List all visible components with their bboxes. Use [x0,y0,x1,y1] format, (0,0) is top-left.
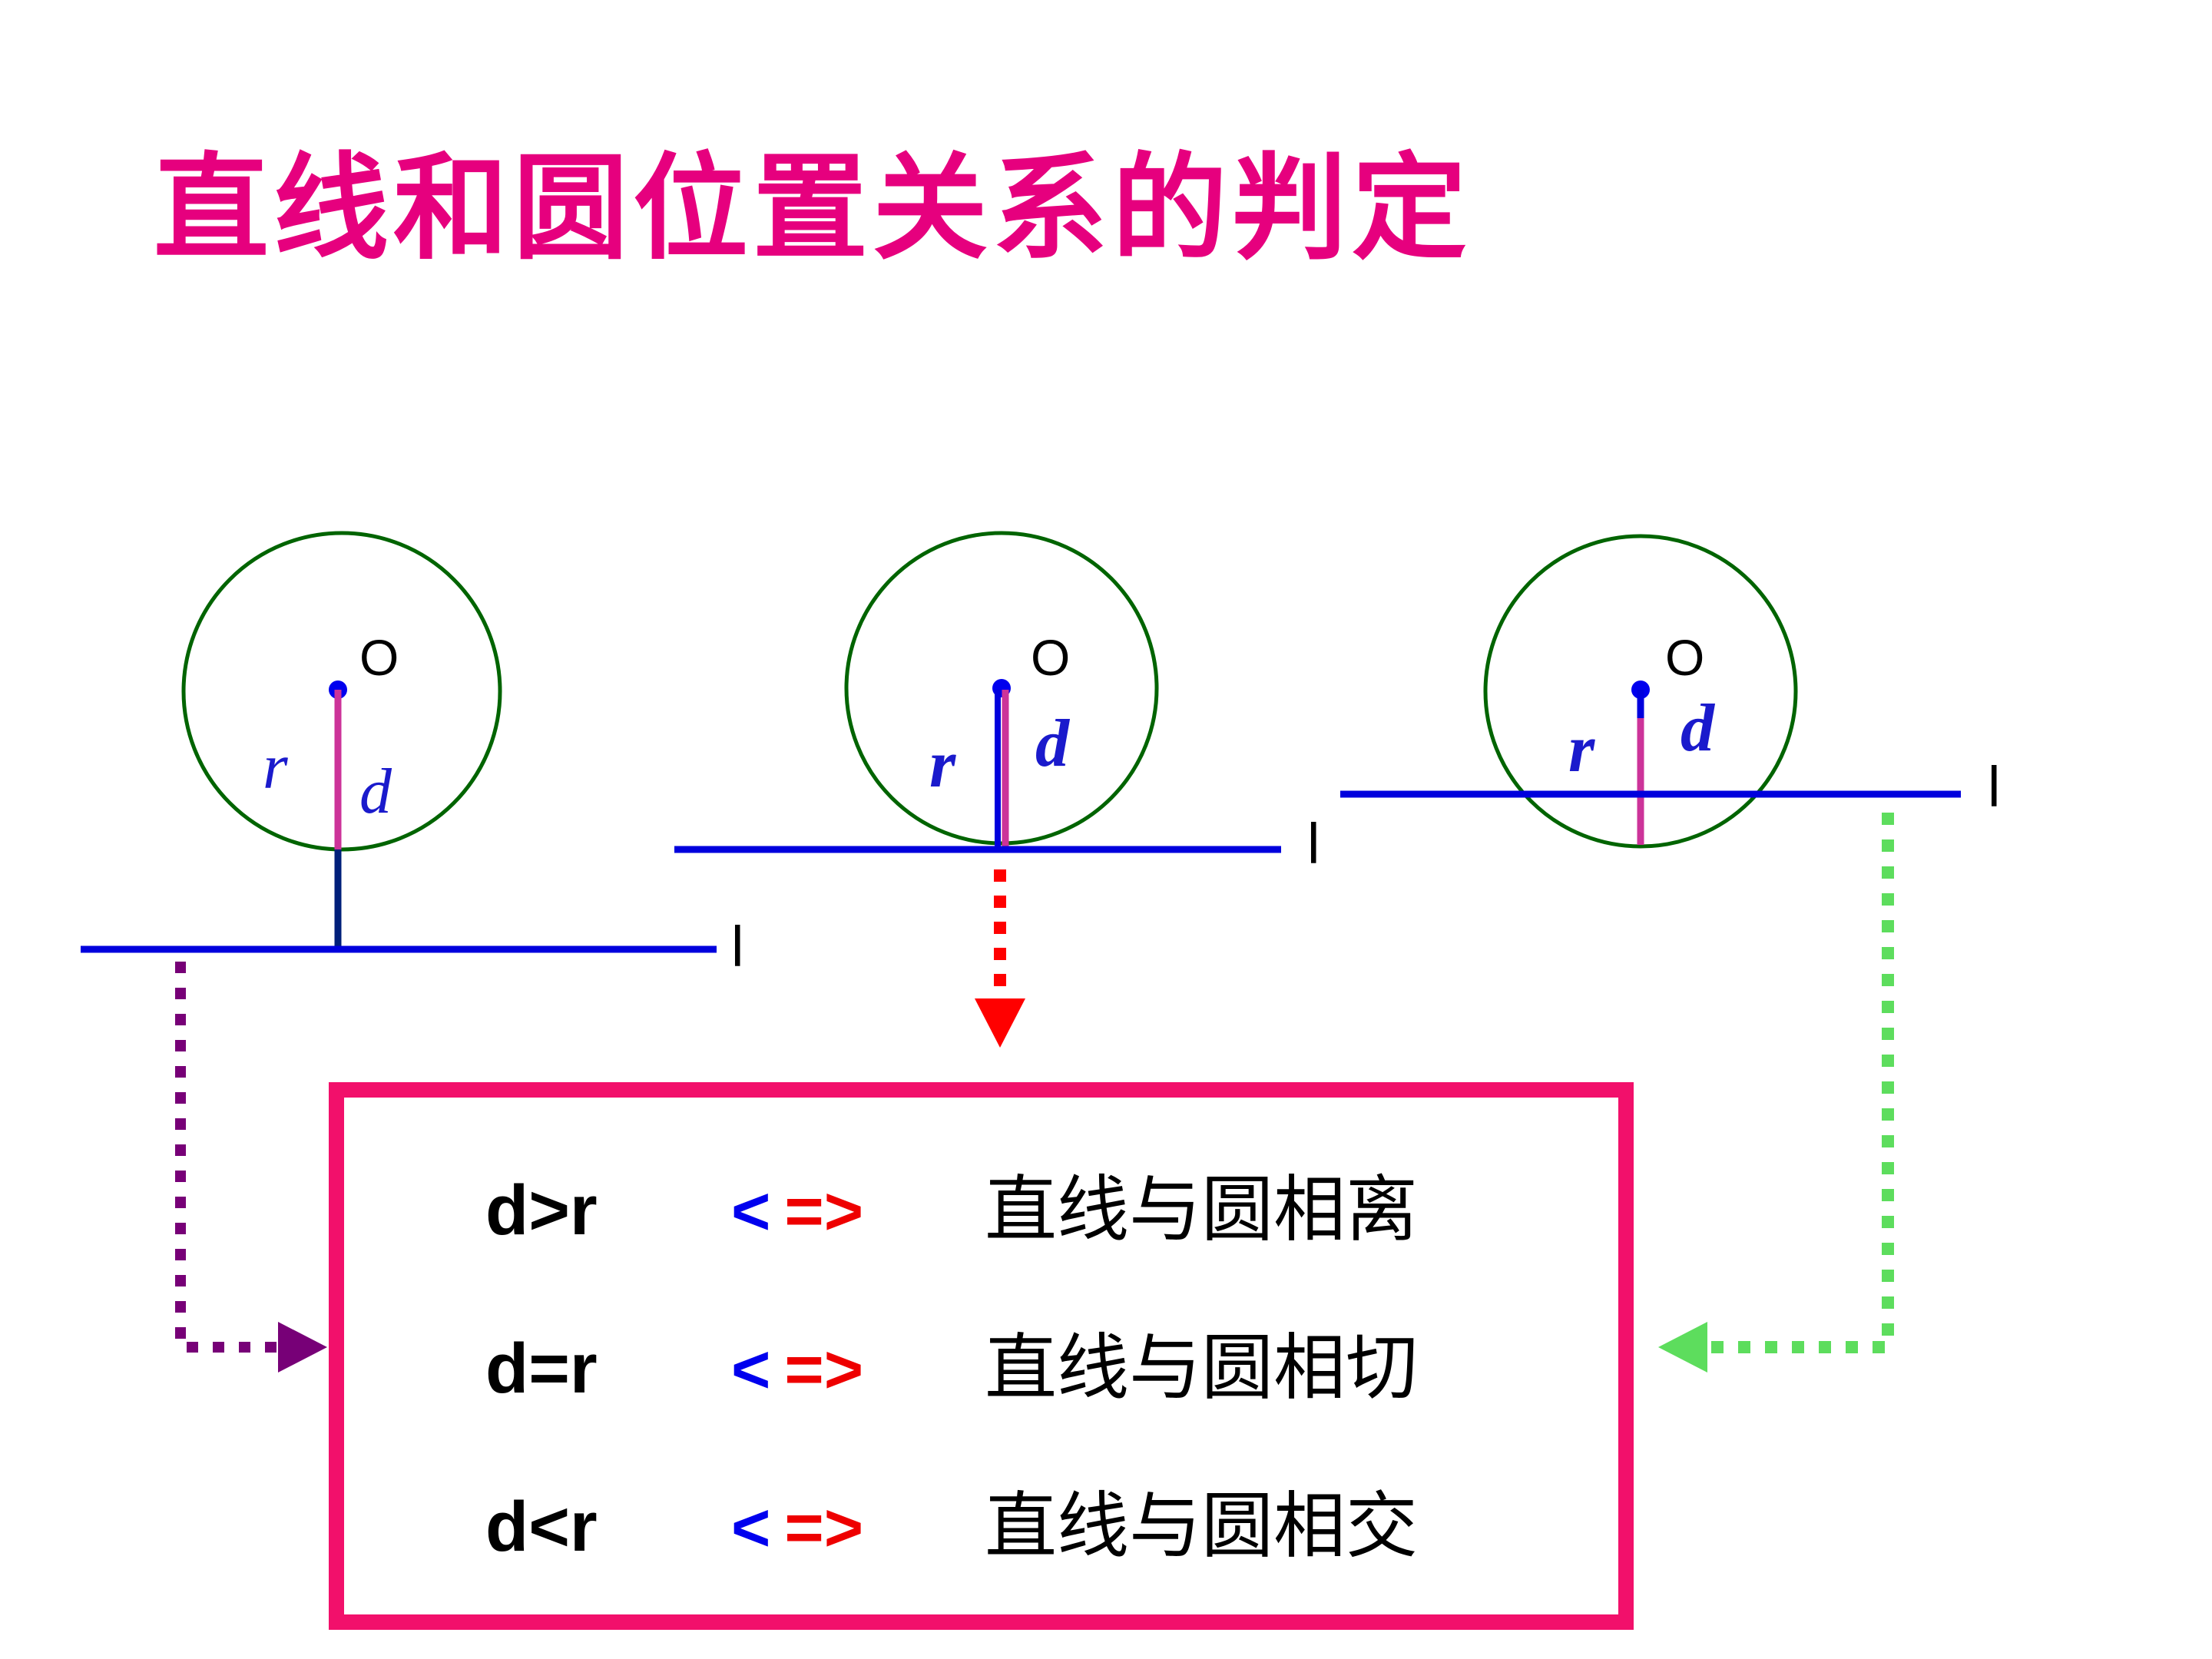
distance-label-middle: d [1035,707,1069,781]
iff-arrow: => [784,1489,864,1565]
iff-symbol-intersect: <=> [731,1488,985,1567]
conclusion-box: d>r <=> 直线与圆相离 d=r <=> 直线与圆相切 d<r <=> 直线… [329,1082,1634,1630]
circle-middle [844,531,1159,846]
center-label-left: O [359,629,399,686]
slide-title: 直线和圆位置关系的判定 [154,144,1472,273]
distance-label-right: d [1681,691,1714,766]
iff-symbol-separate: <=> [731,1172,985,1250]
condition-separate: d>r [485,1171,598,1250]
radius-label-left: r [263,731,288,803]
circle-right [1483,534,1798,849]
purple-dotted-arrow [175,962,327,1373]
iff-lt: < [731,1331,771,1407]
iff-arrow: => [784,1173,864,1249]
iff-symbol-tangent: <=> [731,1330,985,1409]
green-dotted-arrow [1658,813,1894,1373]
iff-arrow: => [784,1331,864,1407]
conclusion-tangent: 直线与圆相切 [985,1329,1419,1409]
line-label-middle: l [1307,812,1320,876]
conclusion-intersect: 直线与圆相交 [985,1487,1419,1567]
iff-lt: < [731,1173,771,1249]
condition-intersect: d<r [485,1488,598,1566]
circle-left [181,531,502,852]
rule-row-separate: d>r <=> 直线与圆相离 [344,1151,1618,1256]
center-label-right: O [1665,629,1705,686]
radius-label-middle: r [929,727,956,802]
conclusion-separate: 直线与圆相离 [985,1171,1419,1250]
distance-label-left: d [359,756,392,827]
condition-tangent: d=r [485,1330,598,1408]
radius-label-right: r [1568,712,1595,786]
center-label-middle: O [1031,629,1071,686]
rule-row-intersect: d<r <=> 直线与圆相交 [344,1468,1618,1572]
rule-row-tangent: d=r <=> 直线与圆相切 [344,1310,1618,1414]
iff-lt: < [731,1489,771,1565]
line-label-left: l [731,915,744,979]
line-label-right: l [1988,755,2001,819]
